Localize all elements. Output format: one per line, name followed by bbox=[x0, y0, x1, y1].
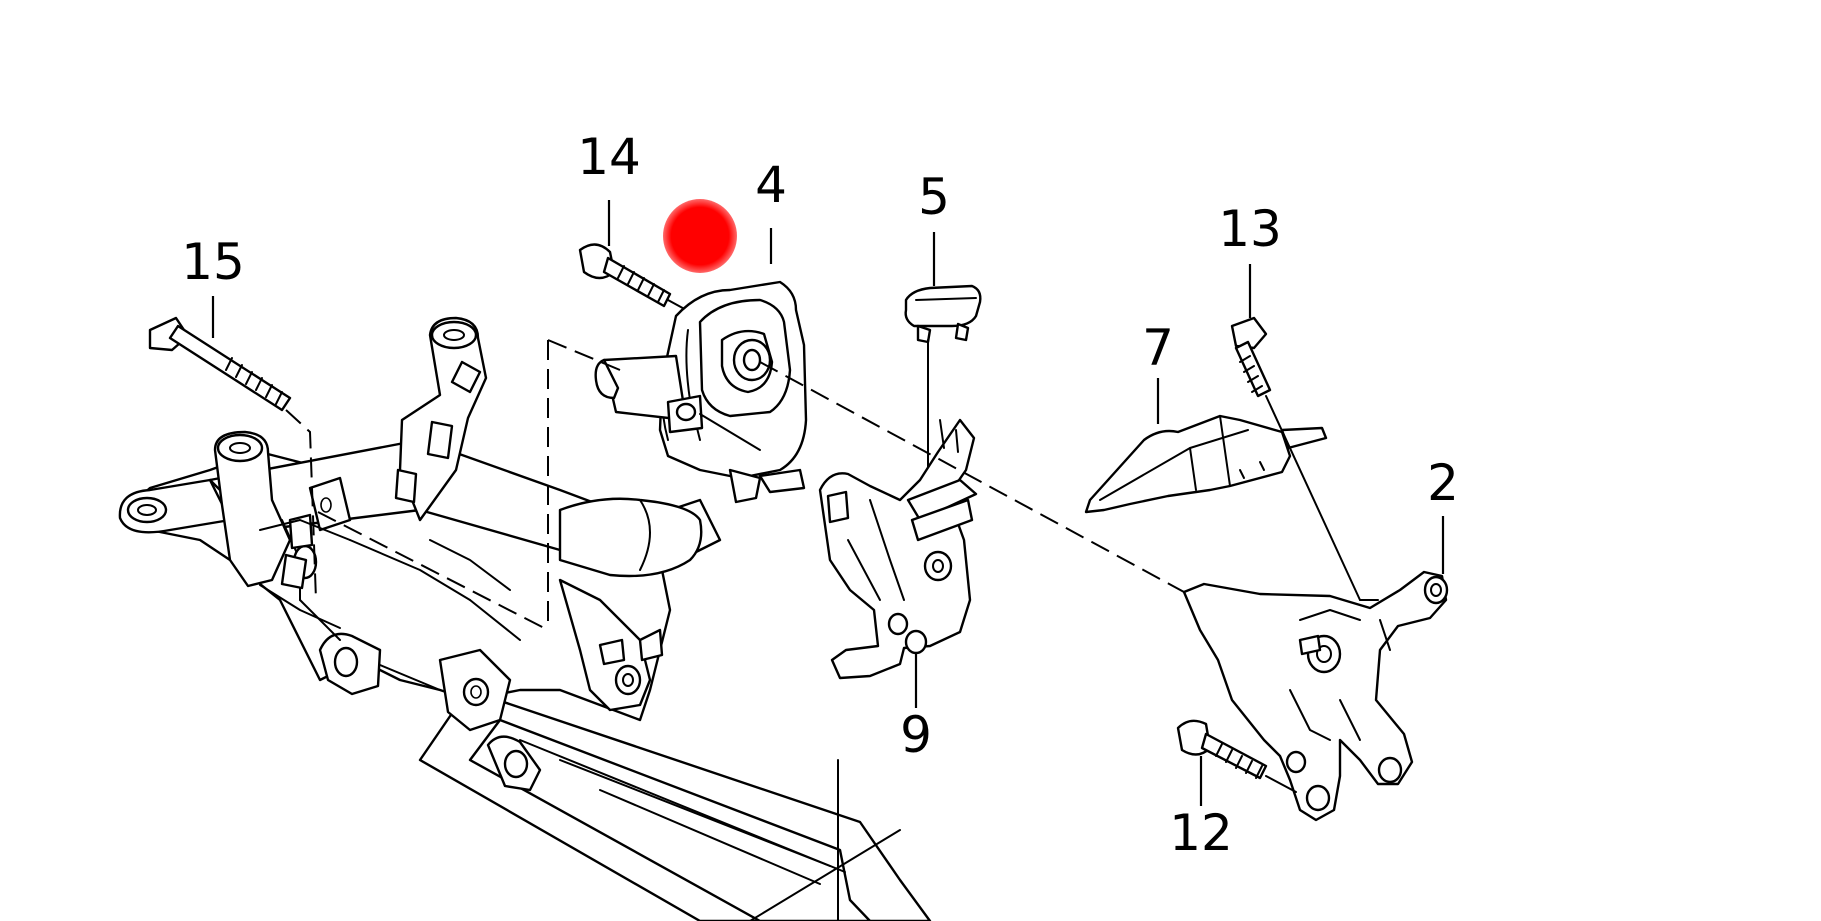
heat-shield-7 bbox=[1084, 414, 1328, 514]
callout-14: 14 bbox=[577, 128, 641, 186]
callout-15: 15 bbox=[181, 233, 245, 291]
callout-5: 5 bbox=[918, 168, 950, 226]
callout-9: 9 bbox=[900, 706, 932, 764]
bolt-13 bbox=[1230, 316, 1361, 601]
bracket-2 bbox=[1182, 570, 1449, 822]
callout-12: 12 bbox=[1169, 804, 1233, 862]
engine-mount-4 bbox=[594, 280, 808, 504]
callout-2: 2 bbox=[1427, 454, 1459, 512]
bolt-12 bbox=[1176, 719, 1297, 793]
subframe bbox=[118, 316, 932, 921]
bolt-15 bbox=[148, 316, 317, 601]
callout-13: 13 bbox=[1218, 200, 1282, 258]
leader-lines bbox=[211, 200, 1445, 806]
callout-7: 7 bbox=[1142, 319, 1174, 377]
callout-4: 4 bbox=[755, 156, 787, 214]
highlight-marker bbox=[663, 199, 737, 273]
bracket-9 bbox=[818, 418, 978, 680]
buffer-5 bbox=[904, 284, 982, 489]
alignment-lines bbox=[317, 339, 1185, 631]
bolt-14 bbox=[578, 243, 691, 313]
